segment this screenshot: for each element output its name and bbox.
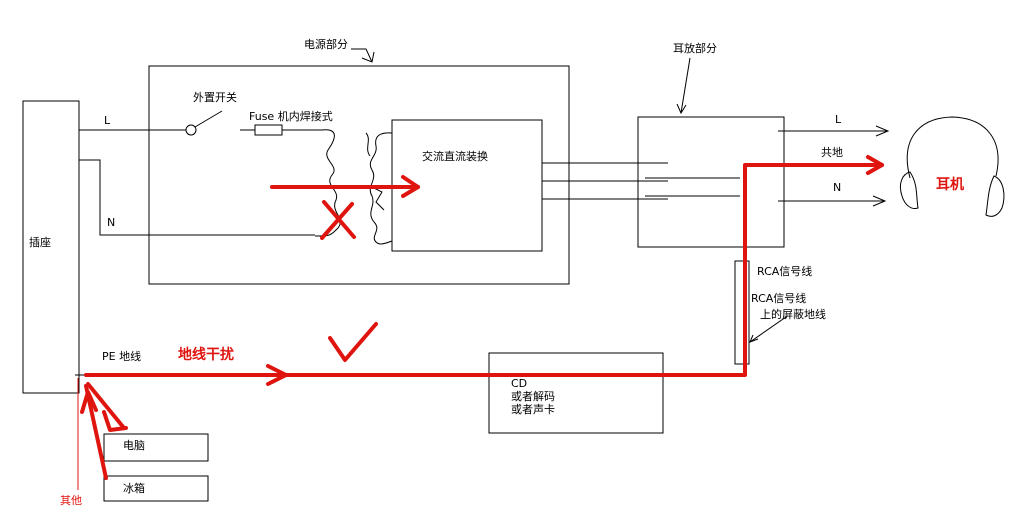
secondary-coil (369, 132, 393, 245)
fridge-arrow-head (80, 390, 98, 414)
fuse-body (254, 124, 283, 136)
fuse-label: Fuse 机内焊接式 (249, 110, 333, 123)
cd-box (488, 352, 664, 434)
switch-circle (185, 124, 197, 136)
rca-callout-head (749, 334, 759, 343)
amp-section-label: 耳放部分 (673, 42, 717, 55)
wire-l-label: L (104, 114, 111, 127)
wire-n-label: N (107, 216, 116, 229)
wire-n (79, 159, 315, 236)
others-label: 其他 (60, 494, 82, 507)
amp-callout-head (676, 103, 687, 115)
right-mark (328, 322, 378, 362)
amp-box (637, 116, 785, 248)
cd-label-2: 或者解码 (511, 390, 555, 403)
out-l-label: L (835, 113, 842, 126)
power-callout (351, 48, 373, 63)
headphone-right-cup (985, 175, 1005, 217)
power-callout-head (361, 51, 375, 63)
rca-shield-label-2: 上的屏蔽地线 (760, 308, 826, 321)
ground-path-head (866, 155, 884, 175)
headphone-label: 耳机 (936, 177, 964, 193)
interference-arrow-ground-head (266, 364, 288, 386)
pe-ground-label: PE 地线 (102, 350, 142, 363)
rca-callout (749, 316, 787, 343)
interference-arrow-power-head (401, 175, 420, 198)
socket-label: 插座 (29, 236, 51, 249)
out-n-head (872, 195, 887, 207)
computer-arrow-head (102, 410, 128, 432)
out-gnd-label: 共地 (821, 146, 843, 159)
amp-callout (680, 57, 691, 114)
fridge-label: 冰箱 (123, 482, 145, 495)
cd-label-1: CD (511, 377, 528, 390)
headphone-band (906, 116, 999, 179)
headphone-left-cup (899, 171, 919, 209)
socket-box (22, 100, 80, 394)
ground-path (84, 163, 884, 377)
rca-cable (734, 260, 750, 365)
computer-box (103, 433, 209, 462)
power-section-label: 电源部分 (304, 38, 348, 51)
ac-dc-label: 交流直流装换 (422, 150, 488, 163)
computer-arrow-shaft (86, 382, 126, 430)
secondary-coil-inner (365, 132, 385, 211)
rca-shield-label-1: RCA信号线 (751, 292, 807, 305)
switch-blade (194, 110, 223, 128)
power-section-box (148, 65, 570, 285)
ground-interference-label: 地线干扰 (178, 347, 234, 363)
fridge-arrow-shaft (84, 384, 108, 480)
wrong-mark-b (320, 202, 354, 240)
computer-label: 电脑 (123, 439, 145, 452)
out-n-label: N (833, 181, 842, 194)
external-switch-label: 外置开关 (193, 91, 237, 104)
fridge-box (103, 475, 209, 502)
out-l-head (875, 125, 890, 137)
rca-line-label: RCA信号线 (757, 265, 813, 278)
cd-label-3: 或者声卡 (511, 403, 555, 416)
